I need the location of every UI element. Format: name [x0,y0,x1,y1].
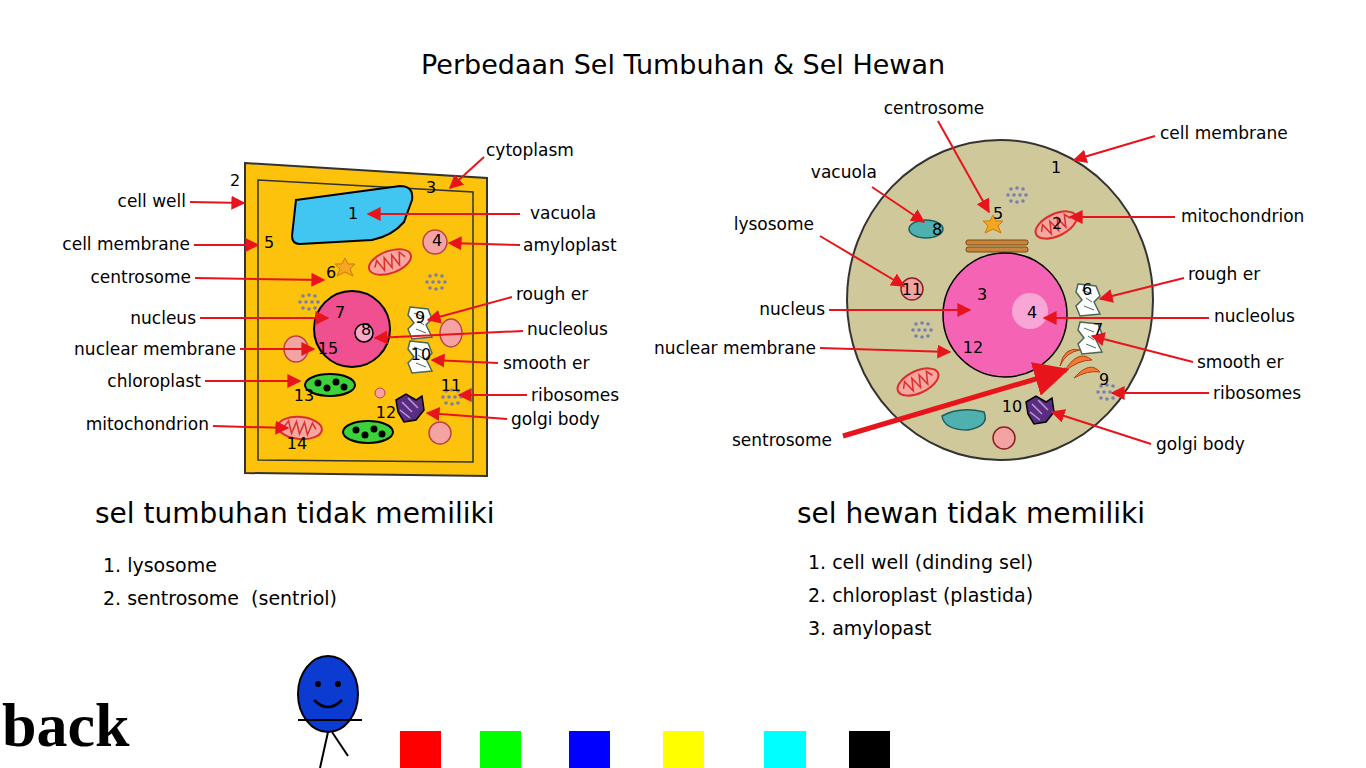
part-label: golgi body [511,410,600,429]
callout-number: 11 [441,377,461,395]
callout-number: 13 [294,387,314,405]
callout-number: 9 [1099,371,1109,389]
callout-number: 15 [318,340,338,358]
page-title: Perbedaan Sel Tumbuhan & Sel Hewan [421,49,945,80]
callout-number: 1 [1051,159,1061,177]
part-label: nuclear membrane [74,340,236,359]
part-label: nuclear membrane [654,339,816,358]
back-button: back [2,691,129,759]
part-label: nucleolus [527,320,608,339]
section-heading: sel hewan tidak memiliki [797,499,1145,530]
part-label: amyloplast [523,236,617,255]
callout-number: 8 [932,221,942,239]
list-item: 1. cell well (dinding sel) [808,552,1033,573]
part-label: cytoplasm [486,141,574,160]
part-label: nucleus [759,300,825,319]
part-label: sentrosome [732,431,832,450]
part-label: golgi body [1156,435,1245,454]
callout-number: 2 [1052,215,1062,233]
section-heading: sel tumbuhan tidak memiliki [95,499,494,530]
callout-number: 2 [230,172,240,190]
part-label: centrosome [884,99,985,118]
part-label: vacuola [811,163,877,182]
callout-number: 12 [963,339,983,357]
callout-number: 14 [287,435,307,453]
callout-number: 7 [335,304,345,322]
callout-number: 1 [348,205,358,223]
part-label: ribosomes [531,386,619,405]
callout-number: 3 [977,286,987,304]
callout-number: 10 [411,346,431,364]
callout-number: 9 [415,309,425,327]
part-label: lysosome [734,215,814,234]
part-label: mitochondrion [1181,207,1304,226]
part-label: nucleolus [1214,307,1295,326]
callout-number: 3 [426,179,436,197]
callout-number: 11 [902,281,922,299]
callout-number: 10 [1002,398,1022,416]
part-label: mitochondrion [86,415,209,434]
part-label: ribosomes [1213,384,1301,403]
list-item: 3. amylopast [808,618,932,639]
list-item: 2. chloroplast (plastida) [808,585,1033,606]
part-label: cell membrane [1160,124,1288,143]
callout-number: 7 [1093,321,1103,339]
part-label: rough er [1188,265,1260,284]
callout-number: 5 [993,205,1003,223]
callout-number: 12 [376,404,396,422]
part-label: nucleus [130,309,196,328]
part-label: smooth er [1197,353,1284,372]
callout-number: 5 [264,234,274,252]
list-item: 2. sentrosome (sentriol) [103,588,337,609]
callout-number: 8 [361,321,371,339]
callout-number: 4 [1027,304,1037,322]
part-label: smooth er [503,354,590,373]
part-label: vacuola [530,204,596,223]
list-item: 1. lysosome [103,555,217,576]
part-label: cell well [118,192,186,211]
part-label: chloroplast [107,372,201,391]
part-label: cell membrane [62,235,190,254]
callout-number: 4 [432,232,442,250]
callout-number: 6 [326,264,336,282]
part-label: rough er [516,285,588,304]
callout-number: 6 [1082,281,1092,299]
part-label: centrosome [90,268,191,287]
